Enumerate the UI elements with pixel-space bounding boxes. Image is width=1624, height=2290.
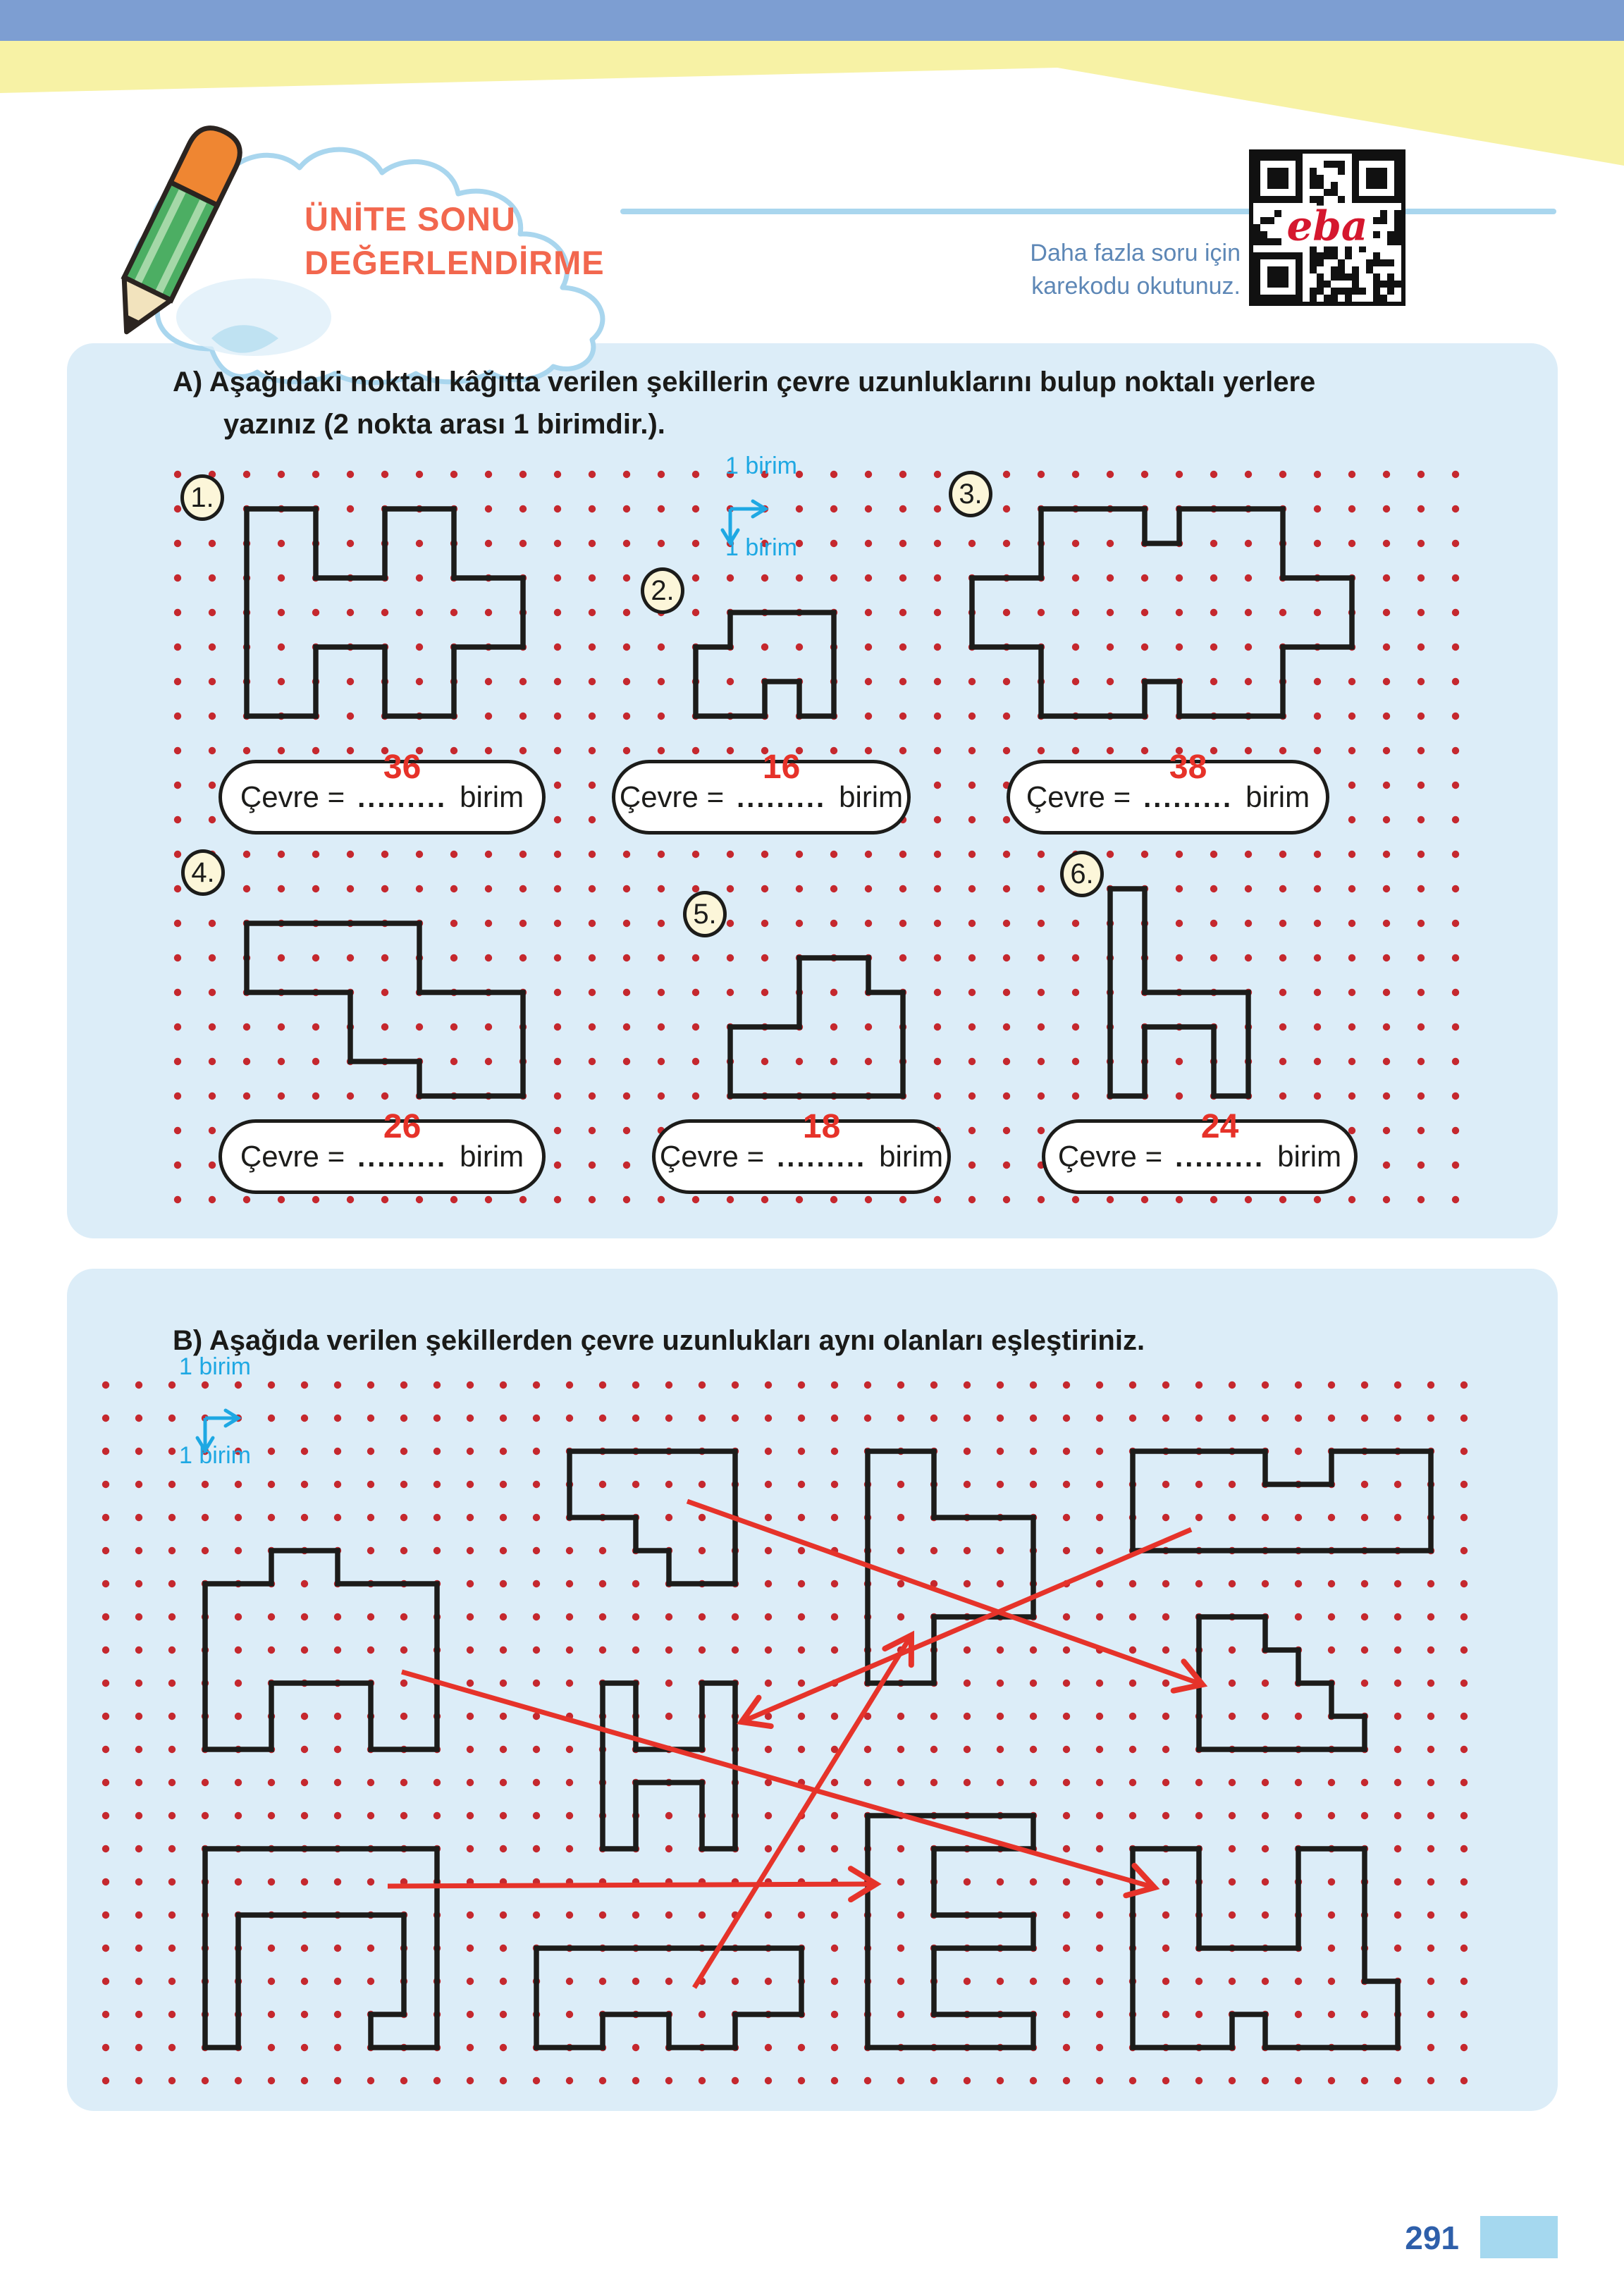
problem-number: 1. — [190, 481, 214, 513]
spiral-shape — [202, 1846, 440, 2050]
answer-dots-line: ......... — [1143, 782, 1234, 813]
step-block-shape — [567, 1448, 738, 1587]
problem-number-badge-3: 3. — [949, 471, 992, 517]
problem-number: 4. — [191, 856, 215, 888]
letter-e-shape — [865, 1813, 1036, 2050]
problem-number-badge-5: 5. — [683, 891, 727, 937]
yellow-band — [0, 41, 1624, 166]
problem-number: 3. — [959, 478, 983, 510]
answer-prefix: Çevre = — [1026, 780, 1131, 813]
answer-blank[interactable]: 36 ......... — [355, 749, 450, 814]
match-arrow-3 — [692, 1630, 915, 1989]
problem-number: 6. — [1070, 858, 1094, 889]
answer-suffix: birim — [839, 780, 904, 813]
answer-value: 38 — [1169, 749, 1207, 786]
pronged-block-shape — [1130, 1846, 1401, 2050]
perimeter-shape-2 — [693, 610, 837, 719]
answer-prefix: Çevre = — [1057, 1140, 1163, 1173]
answer-blank[interactable]: 38 ......... — [1140, 749, 1236, 814]
answer-suffix: birim — [1277, 1140, 1342, 1173]
eba-logo: eba — [1282, 205, 1372, 247]
problem-number: 2. — [651, 574, 675, 606]
answer-dots-line: ......... — [777, 1142, 867, 1173]
answer-dots-line: ......... — [357, 1142, 448, 1173]
problem-number-badge-2: 2. — [641, 567, 684, 614]
answer-pill-4: Çevre = 26 ......... birim — [219, 1108, 546, 1194]
cloud-pencil-illustration — [121, 125, 605, 386]
footer-tab — [1480, 2216, 1558, 2258]
answer-dots-line: ......... — [737, 782, 827, 813]
instruction-line: A) Aşağıdaki noktalı kâğıtta verilen şek… — [173, 367, 1316, 398]
answer-prefix: Çevre = — [659, 1140, 765, 1173]
match-arrow-1 — [686, 1498, 1208, 1694]
answer-value: 16 — [762, 749, 801, 786]
problem-number: 5. — [693, 898, 717, 930]
page-title: ÜNİTE SONU DEĞERLENDİRME — [304, 197, 605, 285]
qr-caption-line-1: Daha fazla soru için — [1030, 240, 1241, 266]
answer-value: 36 — [383, 749, 422, 786]
qr-code-icon: eba — [1249, 149, 1405, 306]
answer-pill-5: Çevre = 18 ......... birim — [652, 1108, 951, 1194]
problem-number-badge-4: 4. — [181, 849, 225, 896]
perimeter-shape-4 — [244, 921, 526, 1099]
answer-pill-6: Çevre = 24 ......... birim — [1042, 1108, 1358, 1194]
answer-suffix: birim — [460, 780, 524, 813]
leaf-icon — [211, 325, 278, 353]
comb-shape — [534, 1945, 804, 2050]
answer-suffix: birim — [460, 1140, 524, 1173]
answer-blank[interactable]: 16 ......... — [734, 749, 829, 814]
perimeter-shape-6 — [1107, 886, 1251, 1099]
title-line-1: ÜNİTE SONU — [304, 200, 516, 238]
answer-suffix: birim — [879, 1140, 944, 1173]
letter-h-shape — [600, 1680, 738, 1852]
answer-dots-line: ......... — [357, 782, 448, 813]
problem-number-badge-1: 1. — [180, 474, 224, 521]
pencil-icon — [121, 125, 242, 335]
answer-prefix: Çevre = — [240, 780, 345, 813]
answer-value: 26 — [383, 1108, 422, 1145]
header-rule-line — [620, 209, 1556, 214]
answer-prefix: Çevre = — [619, 780, 725, 813]
answer-blank[interactable]: 18 ......... — [774, 1108, 869, 1174]
qr-caption: Daha fazla soru için karekodu okutunuz. — [937, 237, 1241, 303]
answer-pill-1: Çevre = 36 ......... birim — [219, 749, 546, 835]
answer-pill-2: Çevre = 16 ......... birim — [612, 749, 911, 835]
instruction-line: yazınız (2 nokta arası 1 birimdir.). — [223, 409, 665, 440]
match-arrow-2 — [736, 1527, 1193, 1730]
unit-length-label: 1 birim — [725, 534, 798, 561]
instruction-line: B) Aşağıda verilen şekillerden çevre uzu… — [173, 1325, 1145, 1356]
qr-pattern — [1253, 154, 1401, 302]
title-line-2: DEĞERLENDİRME — [304, 244, 605, 281]
qr-caption-line-2: karekodu okutunuz. — [1031, 273, 1241, 300]
section-b-instruction: B) Aşağıda verilen şekillerden çevre uzu… — [173, 1319, 1512, 1362]
perimeter-shape-1 — [244, 506, 526, 719]
page-number: 291 — [1405, 2220, 1459, 2256]
match-arrow-5 — [401, 1669, 1160, 1899]
staircase-shape — [1196, 1614, 1367, 1752]
answer-suffix: birim — [1245, 780, 1310, 813]
answer-value: 18 — [802, 1108, 841, 1145]
answer-blank[interactable]: 26 ......... — [355, 1108, 450, 1174]
answer-blank[interactable]: 24 ......... — [1172, 1108, 1267, 1174]
problem-number-badge-6: 6. — [1060, 851, 1104, 897]
perimeter-shape-5 — [727, 955, 906, 1099]
answer-dots-line: ......... — [1175, 1142, 1265, 1173]
section-a-instruction: A) Aşağıdaki noktalı kâğıtta verilen şek… — [173, 361, 1498, 445]
top-blue-bar — [0, 0, 1624, 41]
castle-shape — [202, 1548, 440, 1752]
unit-length-label: 1 birim — [178, 1442, 252, 1469]
answer-pill-3: Çevre = 38 ......... birim — [1007, 749, 1329, 835]
answer-value: 24 — [1200, 1108, 1239, 1145]
perimeter-shape-3 — [969, 506, 1355, 719]
unit-length-label: 1 birim — [725, 453, 798, 479]
flag-shape — [865, 1448, 1036, 1686]
unit-length-label: 1 birim — [178, 1353, 252, 1380]
match-arrow-4 — [387, 1866, 882, 1903]
answer-prefix: Çevre = — [240, 1140, 345, 1173]
notched-bar-shape — [1130, 1448, 1434, 1553]
